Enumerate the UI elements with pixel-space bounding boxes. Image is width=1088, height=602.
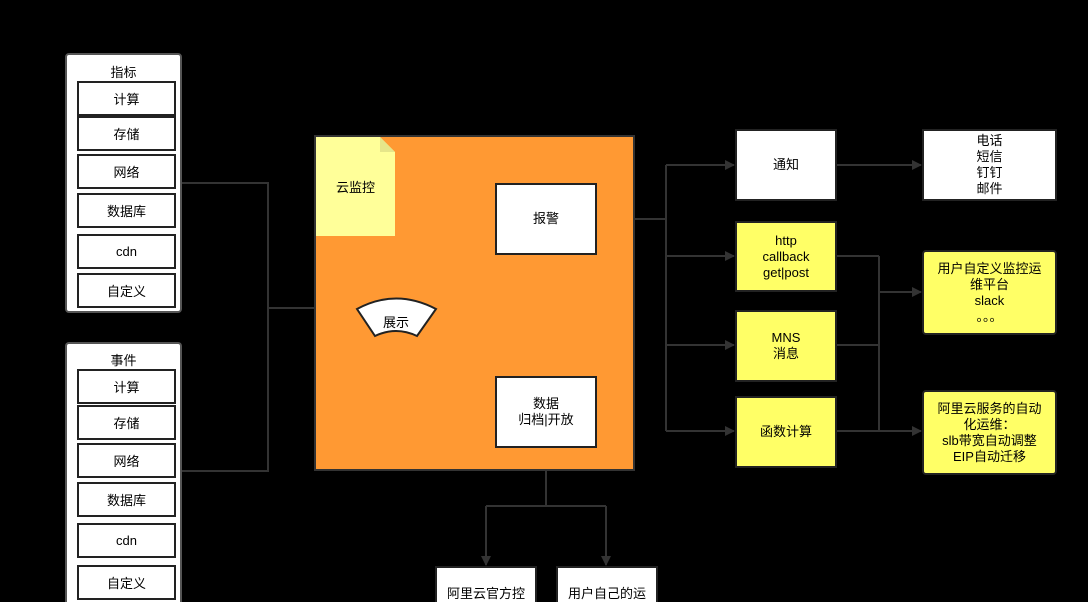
user-platform-box[interactable]: 用户自定义监控运 维平台 slack 。。。: [922, 250, 1057, 335]
metrics-item-database[interactable]: 数据库: [77, 193, 176, 228]
user-platform-line3: slack: [974, 292, 1005, 308]
events-item-compute[interactable]: 计算: [77, 369, 176, 404]
http-line2: callback: [762, 248, 810, 264]
contact-line3: 钉钉: [976, 165, 1003, 180]
data-archive-box[interactable]: 数据 归档|开放: [495, 376, 597, 448]
mns-box[interactable]: MNS 消息: [735, 310, 837, 382]
aliyun-ops-line3: slb带宽自动调整: [942, 432, 1037, 448]
display-label[interactable]: 展示: [382, 315, 409, 330]
official-console-box[interactable]: 阿里云官方控: [435, 566, 537, 602]
function-compute-box[interactable]: 函数计算: [735, 396, 837, 468]
contact-line4: 邮件: [976, 181, 1003, 196]
aliyun-ops-line4: EIP自动迁移: [953, 448, 1026, 464]
events-item-custom[interactable]: 自定义: [77, 565, 176, 600]
metrics-item-compute[interactable]: 计算: [77, 81, 176, 116]
http-line3: get|post: [762, 264, 810, 280]
events-item-cdn[interactable]: cdn: [77, 523, 176, 558]
metrics-group-title: 指标: [110, 65, 137, 80]
user-ops-box[interactable]: 用户自己的运: [556, 566, 658, 602]
metrics-group: 指标 计算 存储 网络 数据库 cdn 自定义: [65, 53, 182, 313]
metrics-item-cdn[interactable]: cdn: [77, 234, 176, 269]
events-item-network[interactable]: 网络: [77, 443, 176, 478]
cloud-monitor-note: 云监控: [335, 180, 375, 195]
http-callback-box[interactable]: http callback get|post: [735, 221, 837, 292]
contact-methods-box[interactable]: 电话 短信 钉钉 邮件: [922, 129, 1057, 201]
user-ops-label: 用户自己的运: [567, 586, 646, 601]
events-connector: [182, 308, 269, 472]
contact-line2: 短信: [976, 149, 1003, 164]
aliyun-auto-ops-box[interactable]: 阿里云服务的自动 化运维： slb带宽自动调整 EIP自动迁移: [922, 390, 1057, 475]
data-archive-line2: 归档|开放: [518, 412, 574, 427]
official-console-label: 阿里云官方控: [446, 586, 525, 601]
mns-line2: 消息: [772, 346, 799, 361]
metrics-connector: [182, 182, 269, 308]
metrics-item-storage[interactable]: 存储: [77, 116, 176, 151]
metrics-item-custom[interactable]: 自定义: [77, 273, 176, 308]
alarm-box[interactable]: 报警: [495, 183, 597, 255]
user-platform-line2: 维平台: [969, 276, 1009, 292]
mns-line1: MNS: [771, 330, 801, 345]
events-group: 事件 计算 存储 网络 数据库 cdn 自定义: [65, 342, 182, 602]
events-item-storage[interactable]: 存储: [77, 405, 176, 440]
events-item-database[interactable]: 数据库: [77, 482, 176, 517]
user-platform-line4: 。。。: [976, 308, 1003, 324]
aliyun-ops-line1: 阿里云服务的自动: [937, 400, 1042, 416]
data-archive-line1: 数据: [532, 396, 559, 411]
contact-line1: 电话: [976, 133, 1003, 148]
user-platform-line1: 用户自定义监控运: [937, 260, 1042, 276]
events-group-title: 事件: [110, 353, 137, 368]
metrics-item-network[interactable]: 网络: [77, 154, 176, 189]
aliyun-ops-line2: 化运维：: [963, 416, 1016, 432]
http-line1: http: [775, 232, 797, 248]
notify-box[interactable]: 通知: [735, 129, 837, 201]
